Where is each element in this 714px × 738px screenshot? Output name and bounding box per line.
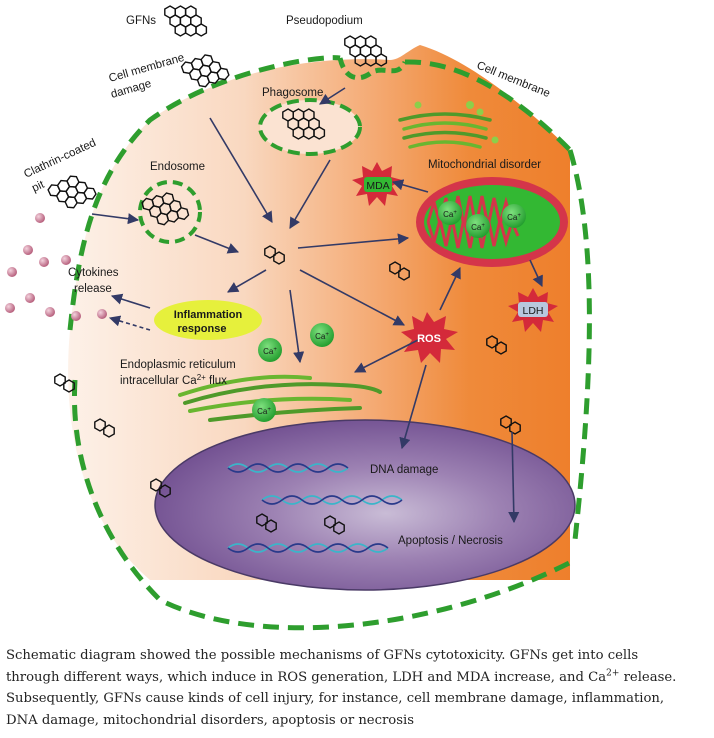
golgi-stack-icon [398,101,499,149]
endosome [138,180,202,244]
caption-line-2: through different ways, which induce in … [6,668,677,685]
svg-text:Ca+: Ca+ [443,210,457,219]
caption-line-1: Schematic diagram showed the possible me… [6,648,639,663]
label-pseudopodium: Pseudopodium [286,15,363,27]
label-gfns: GFNs [126,15,156,27]
gfn-cytotoxicity-diagram: GFNs Pseudopodium Cell membrane Cell mem… [5,0,592,631]
calcium-ion-icon [438,201,462,225]
dna-helix-icon [227,463,403,553]
cytokine-beads [5,213,107,321]
label-cytokines-1: Cytokines [68,267,119,279]
label-er-2: intracellular Ca2+ flux [120,373,227,387]
ros-burst-icon [401,312,458,363]
svg-text:Ca+: Ca+ [315,332,329,341]
label-ros: ROS [417,333,441,345]
graphene-hexagon-icon [165,6,207,36]
label-apoptosis: Apoptosis / Necrosis [398,535,503,547]
calcium-ion-icon [258,338,282,362]
calcium-ion-icon [310,323,334,347]
figure-caption: Schematic diagram showed the possible me… [6,645,706,731]
label-phagosome: Phagosome [262,87,323,99]
label-endosome: Endosome [150,161,205,173]
calcium-ion-icon [502,204,526,228]
nucleus [154,419,576,591]
calcium-labels: Ca+ Ca+ Ca+ Ca+ Ca+ Ca+ [257,210,521,416]
label-cytokines-2: release [74,283,112,295]
inflammation-response-node [154,300,262,340]
caption-line-4: DNA damage, mitochondrial disorders, apo… [6,712,414,728]
pseudopodium [337,57,408,81]
mitochondrion [416,177,568,267]
label-mda: MDA [366,180,389,192]
cell-membrane-outline [67,55,592,631]
label-mitochondrial-disorder: Mitochondrial disorder [428,159,541,171]
label-dna-damage: DNA damage [370,464,438,476]
label-er-1: Endoplasmic reticulum [120,359,236,371]
label-clathrin-1: Clathrin-coated [22,137,98,181]
label-ldh: LDH [522,305,543,317]
caption-line-3: Subsequently, GFNs cause kinds of cell i… [6,691,665,706]
svg-text:Ca+: Ca+ [471,223,485,232]
label-clathrin-2: pit [30,178,47,194]
graphene-hexagon-icon [47,170,97,215]
svg-text:Ca+: Ca+ [263,347,277,356]
svg-text:Ca+: Ca+ [507,213,521,222]
label-inflammation-1: Inflammation [174,309,243,321]
calcium-ion-icon [252,398,276,422]
svg-text:Ca+: Ca+ [257,407,271,416]
phagosome [258,98,362,156]
label-inflammation-2: response [178,323,227,335]
calcium-ion-icon [466,214,490,238]
pathway-arrows [91,87,543,524]
